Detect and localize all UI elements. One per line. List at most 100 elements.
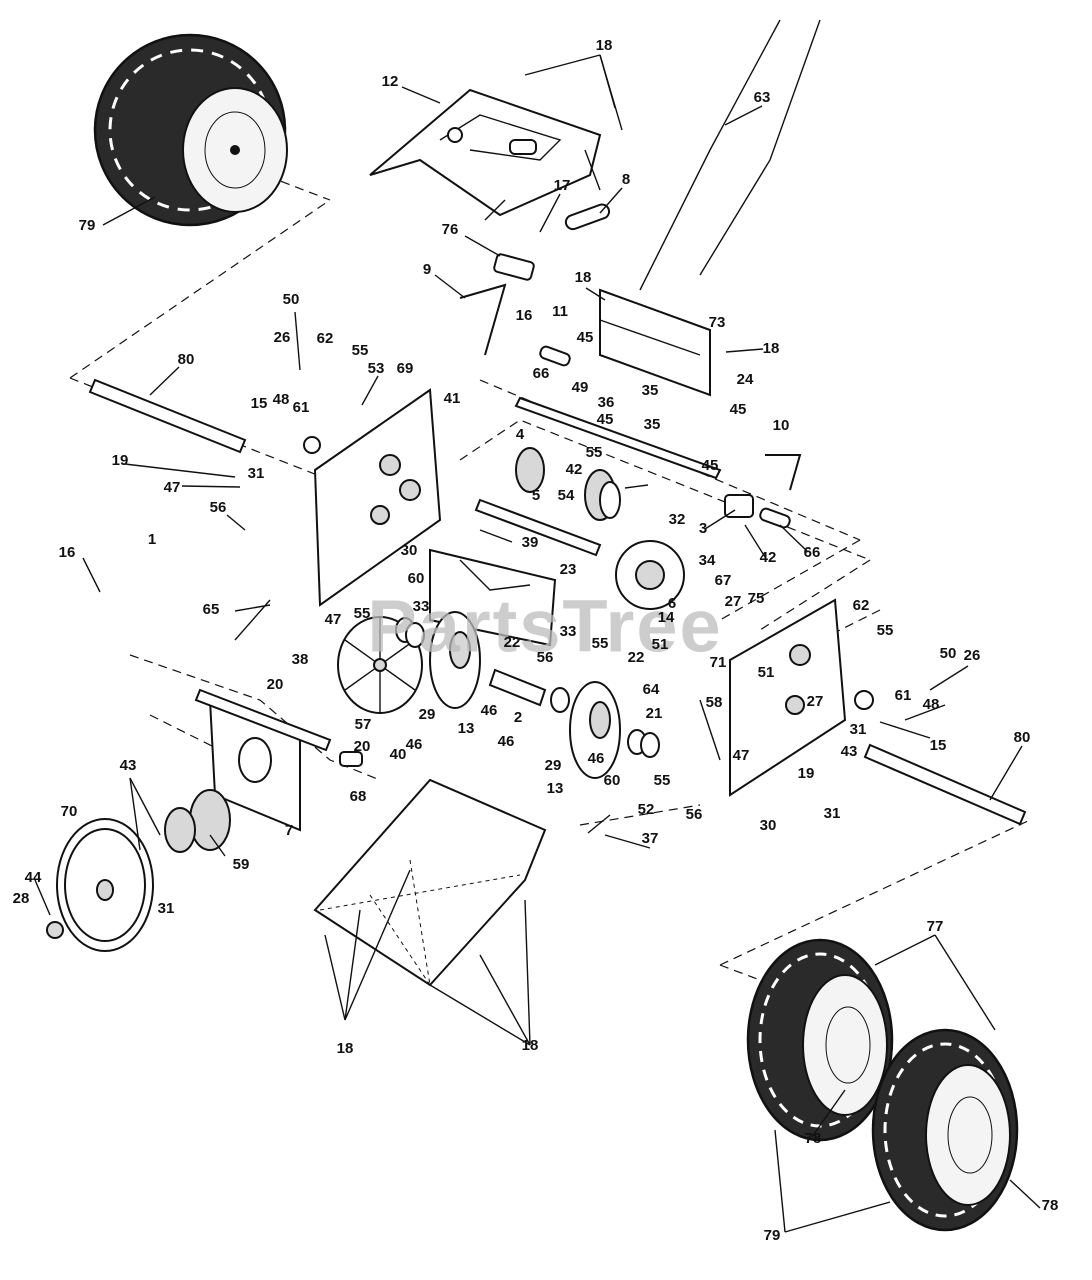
callout-65: 65 [203,601,220,618]
callout-50: 50 [940,645,957,662]
callout-28: 28 [13,890,30,907]
callout-10: 10 [773,417,790,434]
callout-7: 7 [285,822,293,839]
callout-33: 33 [560,623,577,640]
callout-22: 22 [504,634,521,651]
left-side-plate [303,388,442,607]
callout-58: 58 [706,694,723,711]
callout-48: 48 [923,696,940,713]
callout-42: 42 [566,461,583,478]
callout-24: 24 [737,371,754,388]
callout-44: 44 [25,869,42,886]
callout-26: 26 [964,647,981,664]
callout-18: 18 [763,340,780,357]
drive-gears [515,447,685,610]
callout-55: 55 [352,342,369,359]
callout-56: 56 [686,806,703,823]
callout-55: 55 [592,635,609,652]
right-side-plate [729,598,874,797]
callout-37: 37 [642,830,659,847]
callout-66: 66 [533,365,550,382]
callout-4: 4 [516,426,525,443]
callout-41: 41 [444,390,461,407]
callout-55: 55 [354,605,371,622]
callout-70: 70 [61,803,78,820]
callout-35: 35 [642,382,659,399]
callout-11: 11 [552,303,568,320]
callout-22: 22 [628,649,645,666]
callout-27: 27 [807,693,824,710]
callout-45: 45 [702,457,719,474]
callout-51: 51 [758,664,775,681]
callout-77: 77 [927,918,944,935]
callout-62: 62 [317,330,334,347]
callout-29: 29 [545,757,562,774]
bottom-cover [313,778,547,987]
callout-80: 80 [1014,729,1031,746]
callout-19: 19 [798,765,815,782]
callout-55: 55 [877,622,894,639]
callout-50: 50 [283,291,300,308]
callout-56: 56 [537,649,554,666]
callout-40: 40 [390,746,407,763]
callout-79: 79 [79,217,96,234]
callout-43: 43 [841,743,858,760]
callout-61: 61 [293,399,310,416]
callout-8: 8 [622,171,630,188]
callout-14: 14 [658,609,675,626]
handle-panel-assembly [369,19,821,356]
callout-46: 46 [588,750,605,767]
callout-57: 57 [355,716,372,733]
callout-60: 60 [604,772,621,789]
callout-31: 31 [850,721,867,738]
callout-labels: 18 12 63 8 17 79 76 9 16 18 73 18 50 26 … [13,37,1059,1244]
callout-12: 12 [382,73,399,90]
callout-27: 27 [725,593,742,610]
callout-39: 39 [522,534,539,551]
callout-18: 18 [596,37,613,54]
callout-55: 55 [586,444,603,461]
callout-45: 45 [577,329,594,346]
callout-20: 20 [354,738,371,755]
callout-43: 43 [120,757,137,774]
callout-48: 48 [273,391,290,408]
callout-1: 1 [148,531,156,548]
callout-80: 80 [178,351,195,368]
callout-45: 45 [730,401,747,418]
callout-76: 76 [442,221,459,238]
callout-49: 49 [572,379,589,396]
callout-51: 51 [652,636,669,653]
callout-30: 30 [401,542,418,559]
callout-35: 35 [644,416,661,433]
callout-15: 15 [930,737,947,754]
callout-55: 55 [654,772,671,789]
callout-53: 53 [368,360,385,377]
rear-wheel-assembly-bottom [746,938,1019,1232]
callout-13: 13 [547,780,564,797]
callout-47: 47 [164,479,181,496]
callout-78: 78 [805,1130,822,1147]
callout-60: 60 [408,570,425,587]
callout-16: 16 [516,307,533,324]
callout-31: 31 [158,900,175,917]
callout-31: 31 [824,805,841,822]
rods [194,345,802,767]
callout-26: 26 [274,329,291,346]
callout-6: 6 [668,595,676,612]
callout-67: 67 [715,572,732,589]
callout-54: 54 [558,487,575,504]
callout-34: 34 [699,552,716,569]
callout-31: 31 [248,465,265,482]
callout-47: 47 [325,611,342,628]
callout-18: 18 [337,1040,354,1057]
friction-discs [429,611,621,779]
callout-59: 59 [233,856,250,873]
callout-64: 64 [643,681,660,698]
callout-45: 45 [597,411,614,428]
partstree-watermark: PartsTree [367,585,722,668]
callout-73: 73 [709,314,726,331]
rear-wheel-assembly-top [93,33,288,227]
shift-plate-assembly [599,288,711,397]
callout-78: 78 [1042,1197,1059,1214]
